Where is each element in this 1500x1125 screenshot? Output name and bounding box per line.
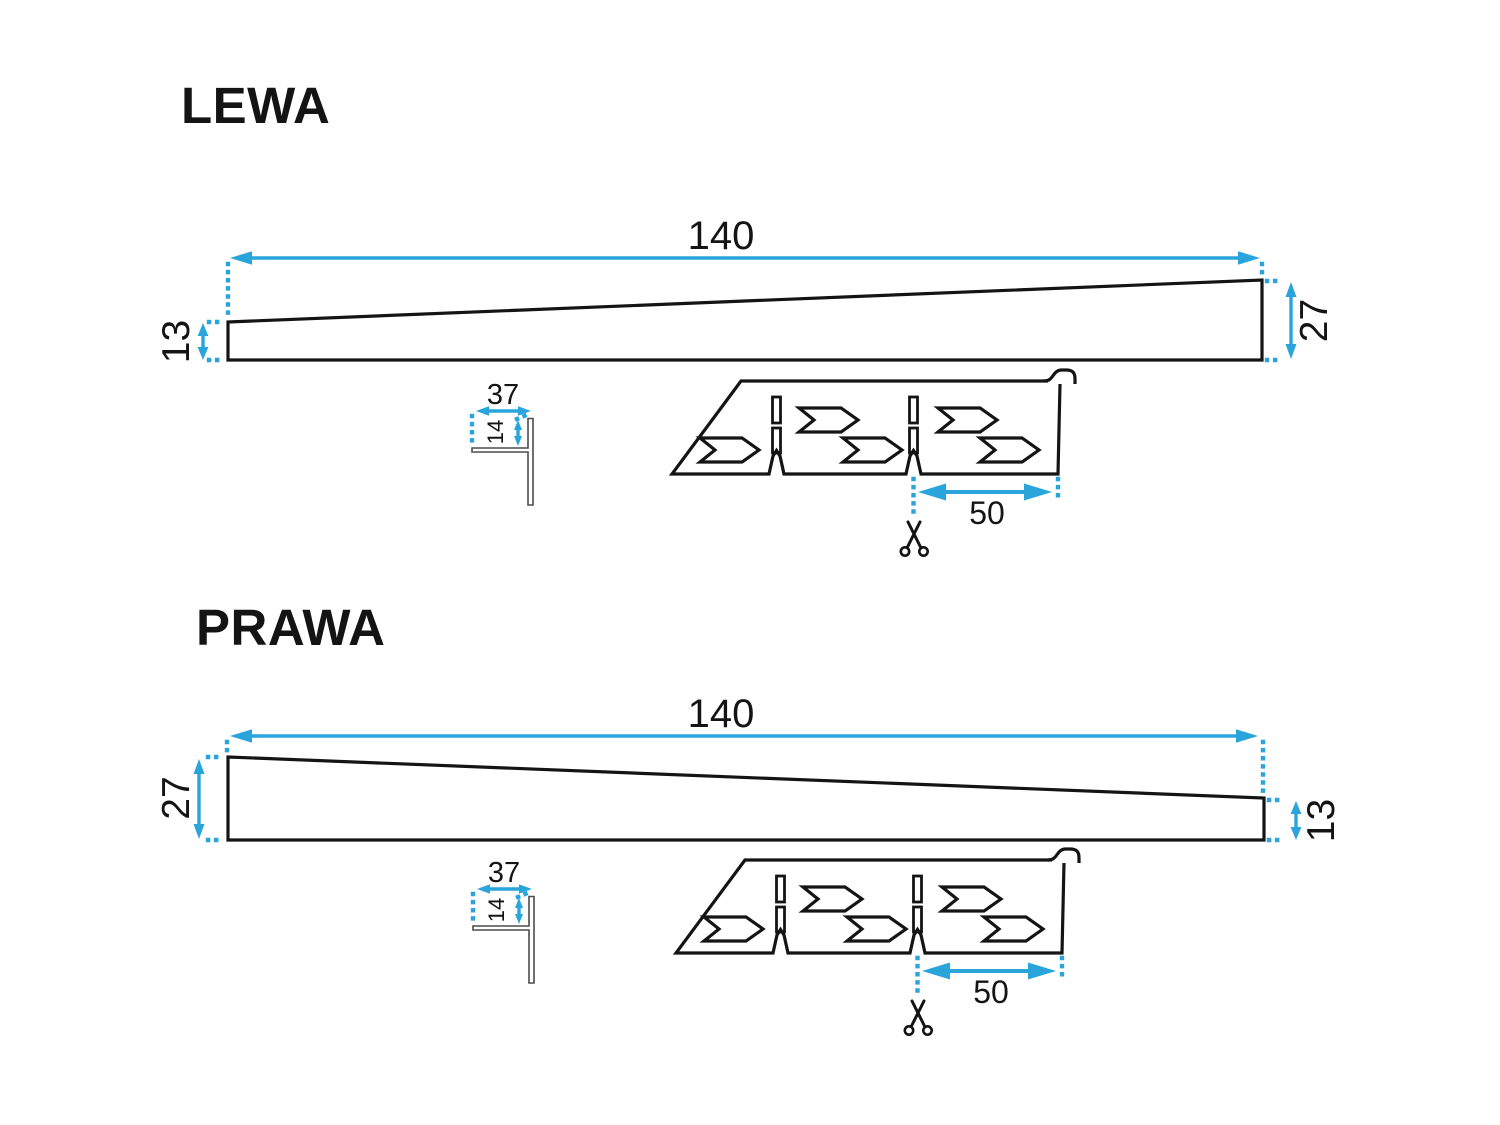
perforated-strip-detail [672,370,1075,556]
lewa-section: 140 13 27 37 14 50 [155,214,1336,556]
arrowhead-up [1290,801,1302,814]
flange-lip-value: 14 [484,898,509,922]
arrowhead-left [230,729,252,743]
profile-outline [226,755,1266,842]
arrowhead-left [230,251,252,265]
section-title-right: PRAWA [196,599,386,656]
arrowhead-right [1236,729,1258,743]
dim-height-right-value: 13 [1300,799,1343,842]
arrowhead-right [1238,251,1260,265]
dim-cut-spacing-value: 50 [973,974,1009,1010]
dim-cut-spacing-value: 50 [969,495,1005,531]
arrowhead-down [193,824,205,839]
flange-width-value: 37 [487,379,519,411]
flange-width-value: 37 [488,857,520,889]
arrowhead-up [193,759,205,774]
dim-length-value: 140 [688,692,755,736]
section-title-left: LEWA [181,77,331,134]
dim-height-left-value: 27 [155,776,198,819]
perforated-strip-detail [676,849,1079,1035]
arrowhead-down [1290,827,1302,840]
dim-length-value: 140 [688,214,755,258]
arrowhead-down [1285,344,1297,359]
flange-lip-value: 14 [483,420,508,444]
arrowhead-down [197,347,209,360]
profile-outline [226,278,1264,362]
arrowhead-up [197,323,209,336]
prawa-section: 140 27 13 37 14 50 [155,692,1343,1035]
arrowhead-up [1285,282,1297,297]
dim-height-left-value: 13 [155,320,198,363]
dim-height-right-value: 27 [1293,299,1336,342]
